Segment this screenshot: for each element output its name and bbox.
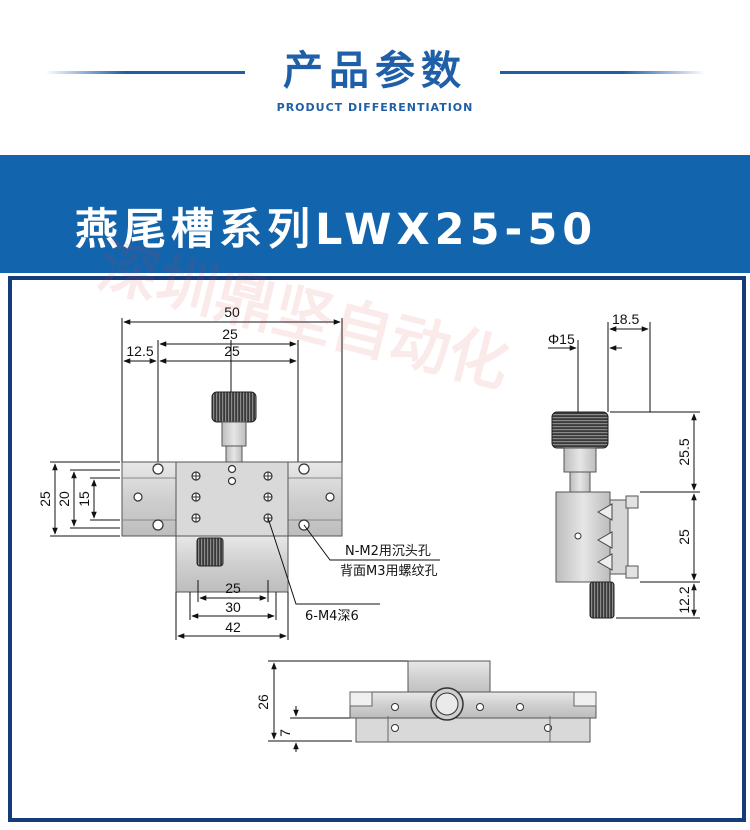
header-line-left (45, 71, 245, 74)
dim-bottom-42: 42 (225, 619, 241, 635)
page-title: 产品参数 (283, 48, 467, 94)
front-view: 26 7 (255, 660, 597, 752)
header-line-right (500, 71, 705, 74)
dim-width-inner: 25 (224, 343, 240, 359)
dim-height-mid: 20 (56, 491, 72, 507)
dim-offset-left: 12.5 (126, 343, 153, 359)
callout-countersunk: N-M2用沉头孔 (345, 544, 431, 559)
dim-width-mid: 25 (222, 326, 238, 342)
dim-knob-dia: Φ15 (548, 331, 575, 347)
page-header: 产品参数 PRODUCT DIFFERENTIATION (0, 0, 750, 155)
top-view: 50 25 12.5 25 25 20 15 (37, 304, 440, 640)
dim-height-overall: 25 (37, 491, 53, 507)
dim-side-lower: 12.2 (676, 586, 692, 613)
dim-top-width: 18.5 (612, 311, 639, 327)
dim-bottom-30: 30 (225, 599, 241, 615)
callout-threaded: 背面M3用螺纹孔 (340, 564, 438, 579)
watermark-text: 深圳鼎坚自动化 (91, 232, 515, 402)
dim-front-base: 7 (277, 729, 293, 737)
dim-width-overall: 50 (224, 304, 240, 320)
page-subtitle: PRODUCT DIFFERENTIATION (276, 101, 474, 114)
dim-front-total: 26 (255, 694, 271, 710)
dim-side-mid: 25 (676, 529, 692, 545)
side-view: Φ15 18.5 25.5 25 12.2 (548, 311, 700, 619)
dim-bottom-25: 25 (225, 580, 241, 596)
callout-tapped: 6-M4深6 (305, 609, 359, 624)
dim-height-inner: 15 (76, 491, 92, 507)
series-banner: 燕尾槽系列LWX25-50 (0, 155, 750, 273)
series-title: 燕尾槽系列LWX25-50 (75, 205, 598, 255)
dim-side-upper: 25.5 (676, 438, 692, 465)
